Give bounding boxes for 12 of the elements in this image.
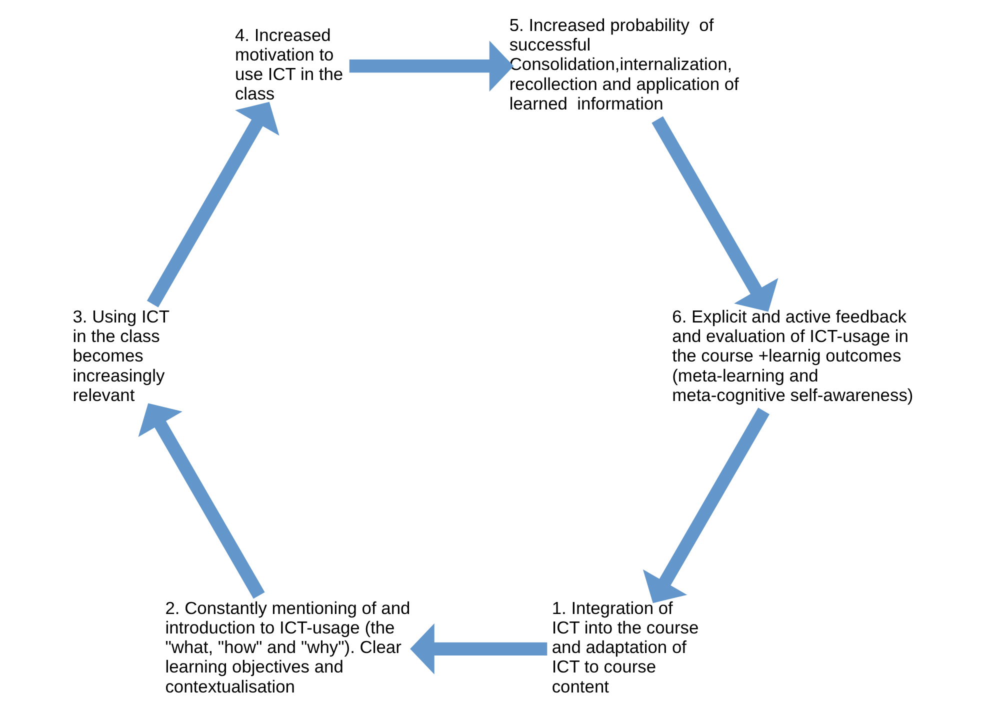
node-text: 5. Increased probability of successful Consolidation,internalization, recollection and application of learned information (508, 15, 738, 114)
arrow (651, 116, 778, 312)
node-text: 4. Increased motivation to use ICT in the class (234, 24, 343, 104)
arrow (146, 102, 279, 308)
arrow (348, 40, 514, 92)
arrow (410, 623, 547, 674)
node-text: 1. Integration of ICT into the course and adaptation of ICT to course content (551, 598, 698, 696)
arrow (138, 403, 264, 599)
node-text: 6. Explicit and active feedback and evaluation of ICT-usage in the course +learnig outcomes (meta-learning and meta-cognitive self-awareness) (672, 306, 913, 405)
arrow (642, 408, 770, 604)
node-text: 3. Using ICT in the class becomes increasingly relevant (72, 306, 170, 405)
node-text: 2. Constantly mentioning of and introduction to ICT-usage (the "what, "how" and "why"). Clear learning objectives and contextualisation (164, 598, 410, 696)
